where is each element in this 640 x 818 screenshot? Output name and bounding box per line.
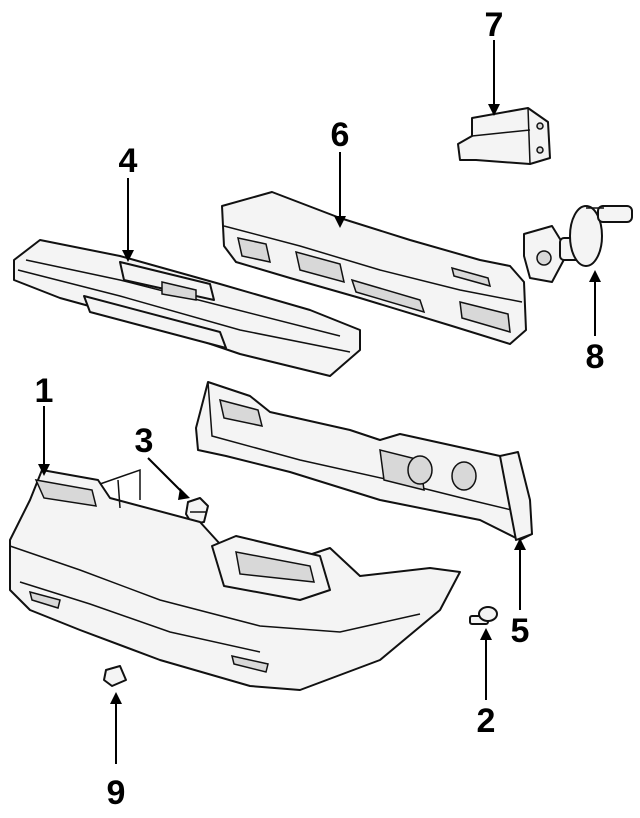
clip-part (103, 665, 127, 687)
isolator-part (523, 205, 633, 283)
callout-4: 4 (119, 142, 138, 180)
retainer-part (185, 497, 209, 525)
callout-9: 9 (107, 774, 126, 812)
callout-6: 6 (331, 116, 350, 154)
callout-3: 3 (135, 422, 154, 460)
callout-5: 5 (511, 612, 530, 650)
bracket-part (457, 107, 551, 165)
leader-lines (38, 40, 601, 764)
impact-bar-part (221, 191, 527, 345)
callout-1: 1 (35, 372, 54, 410)
grille-part (13, 239, 361, 377)
energy-absorber-part (195, 381, 533, 541)
callout-8: 8 (586, 338, 605, 376)
bumper-cover-part (9, 468, 461, 691)
callout-2: 2 (477, 702, 496, 740)
callout-7: 7 (485, 6, 504, 44)
bolt-part (469, 606, 498, 625)
